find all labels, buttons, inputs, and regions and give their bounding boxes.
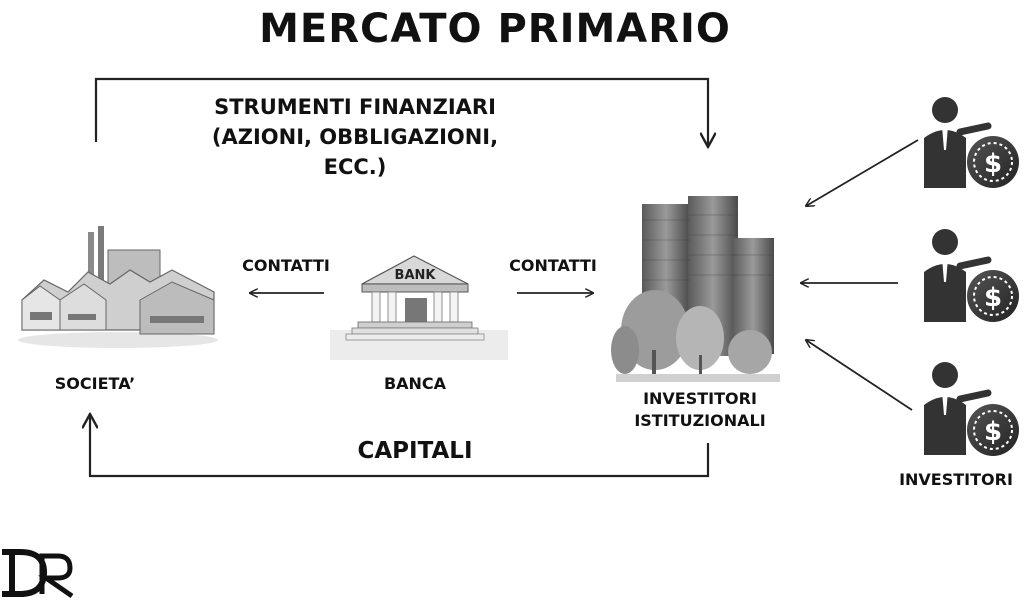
institutional-buildings-icon [611, 196, 780, 382]
svg-text:$: $ [984, 417, 1002, 447]
contatti-right-label: CONTATTI [509, 256, 597, 275]
svg-text:$: $ [984, 149, 1002, 179]
investitori-istituzionali-label: INVESTITORI ISTITUZIONALI [610, 388, 790, 432]
svg-text:$: $ [984, 283, 1002, 313]
strumenti-arrow [94, 77, 708, 147]
strumenti-finanziari-label: STRUMENTI FINANZIARI (AZIONI, OBBLIGAZIO… [190, 92, 520, 182]
investor-person-icon: $ [924, 362, 1019, 456]
strumenti-line1: STRUMENTI FINANZIARI [214, 95, 496, 119]
dr-logo [2, 549, 74, 599]
investor-person-icon: $ [924, 229, 1019, 322]
investor-person-icon: $ [924, 97, 1019, 188]
investitori-istituzionali-line1: INVESTITORI [643, 389, 757, 408]
strumenti-line2: (AZIONI, OBBLIGAZIONI, ECC.) [211, 125, 499, 179]
bank-sign-text: BANK [395, 268, 437, 283]
societa-label: SOCIETA’ [54, 374, 136, 393]
investor-top-arrow [806, 139, 919, 206]
investitori-istituzionali-line2: ISTITUZIONALI [634, 411, 766, 430]
capitali-label: CAPITALI [357, 438, 473, 464]
banca-label: BANCA [383, 374, 447, 393]
page-title: MERCATO PRIMARIO [259, 6, 731, 52]
capitali-arrow [90, 414, 710, 478]
investor-bottom-arrow [806, 340, 913, 411]
investitori-label: INVESTITORI [899, 470, 1013, 489]
bank-icon: BANK [330, 255, 508, 360]
contatti-left-label: CONTATTI [242, 256, 330, 275]
factory-icon [18, 226, 218, 348]
